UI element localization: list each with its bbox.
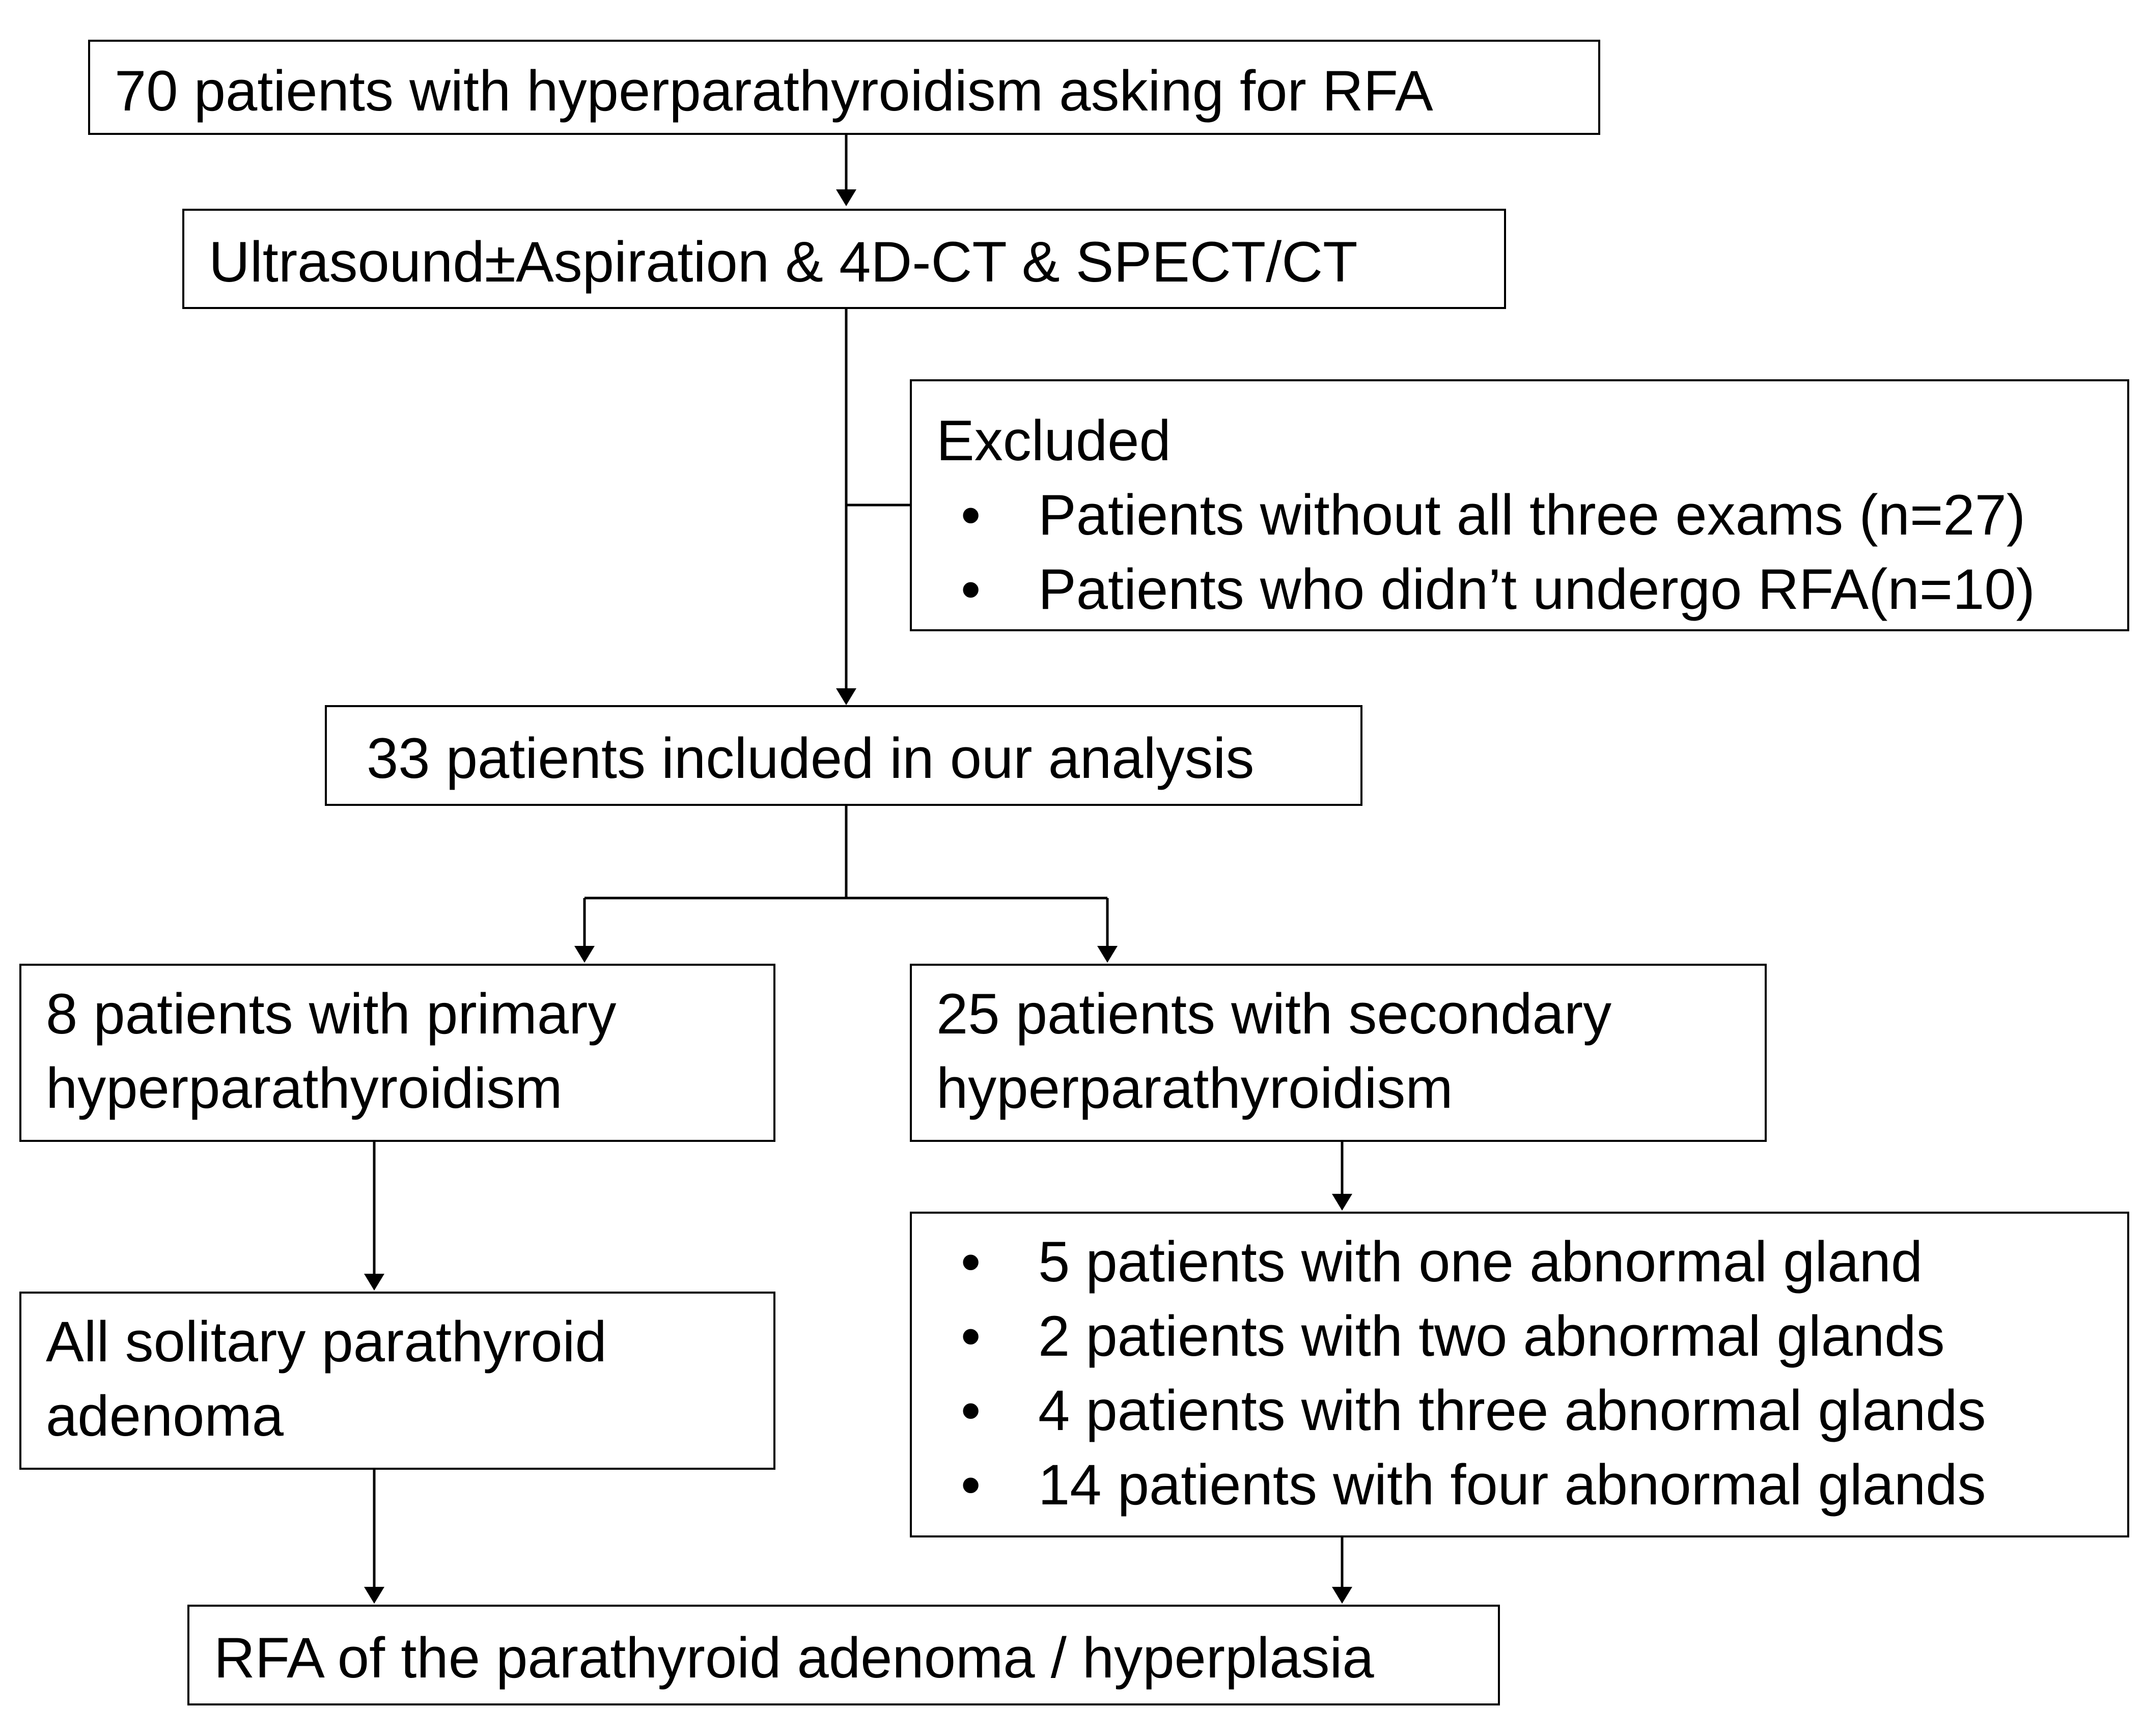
excluded-title: Excluded	[936, 409, 1171, 472]
adenoma-line-2: adenoma	[46, 1384, 284, 1448]
bullet-marker: •	[961, 1304, 981, 1368]
bullet-marker: •	[961, 1453, 981, 1517]
included-box: 33 patients included in our analysis	[325, 705, 1362, 806]
included-text: 33 patients included in our analysis	[367, 726, 1255, 790]
bullet-marker: •	[961, 1230, 981, 1294]
imaging-text: Ultrasound±Aspiration & 4D-CT & SPECT/CT	[209, 230, 1358, 294]
glands-item: • 2 patients with two abnormal glands	[936, 1299, 2127, 1374]
glands-list: • 5 patients with one abnormal gland • 2…	[936, 1225, 2127, 1522]
bullet-marker: •	[961, 483, 981, 547]
adenoma-line-1: All solitary parathyroid	[46, 1310, 607, 1374]
glands-item: • 5 patients with one abnormal gland	[936, 1225, 2127, 1299]
glands-item: • 14 patients with four abnormal glands	[936, 1448, 2127, 1522]
imaging-box: Ultrasound±Aspiration & 4D-CT & SPECT/CT	[182, 209, 1506, 309]
arrowhead-glands	[1332, 1194, 1352, 1211]
excluded-item: • Patients who didn’t undergo RFA(n=10)	[936, 552, 2127, 627]
glands-item-text: 4 patients with three abnormal glands	[1038, 1379, 1986, 1442]
arrowhead-primary	[574, 946, 595, 963]
secondary-line-2: hyperparathyroidism	[936, 1056, 1453, 1120]
arrowhead-adenoma	[364, 1274, 384, 1291]
start-text: 70 patients with hyperparathyroidism ask…	[115, 59, 1433, 123]
primary-box: 8 patients with primary hyperparathyroid…	[19, 964, 775, 1142]
start-box: 70 patients with hyperparathyroidism ask…	[88, 40, 1600, 135]
glands-box: • 5 patients with one abnormal gland • 2…	[910, 1212, 2129, 1537]
excluded-box: Excluded • Patients without all three ex…	[910, 379, 2129, 631]
glands-item-text: 5 patients with one abnormal gland	[1038, 1230, 1923, 1294]
bullet-marker: •	[961, 557, 981, 621]
arrowhead-imaging	[836, 189, 856, 206]
final-text: RFA of the parathyroid adenoma / hyperpl…	[214, 1626, 1374, 1690]
final-box: RFA of the parathyroid adenoma / hyperpl…	[187, 1605, 1500, 1705]
arrowhead-secondary	[1097, 946, 1118, 963]
excluded-item-text: Patients without all three exams (n=27)	[1038, 483, 2026, 547]
arrowhead-final-right	[1332, 1587, 1352, 1604]
secondary-line-1: 25 patients with secondary	[936, 982, 1612, 1046]
primary-line-2: hyperparathyroidism	[46, 1056, 563, 1120]
excluded-list: • Patients without all three exams (n=27…	[936, 478, 2127, 627]
adenoma-box: All solitary parathyroid adenoma	[19, 1292, 775, 1470]
excluded-item-text: Patients who didn’t undergo RFA(n=10)	[1038, 557, 2036, 621]
arrowhead-final-left	[364, 1587, 384, 1604]
excluded-item: • Patients without all three exams (n=27…	[936, 478, 2127, 552]
glands-item: • 4 patients with three abnormal glands	[936, 1374, 2127, 1448]
secondary-box: 25 patients with secondary hyperparathyr…	[910, 964, 1767, 1142]
bullet-marker: •	[961, 1379, 981, 1442]
glands-item-text: 2 patients with two abnormal glands	[1038, 1304, 1945, 1368]
arrowhead-included	[836, 688, 856, 705]
glands-item-text: 14 patients with four abnormal glands	[1038, 1453, 1986, 1517]
primary-line-1: 8 patients with primary	[46, 982, 617, 1046]
